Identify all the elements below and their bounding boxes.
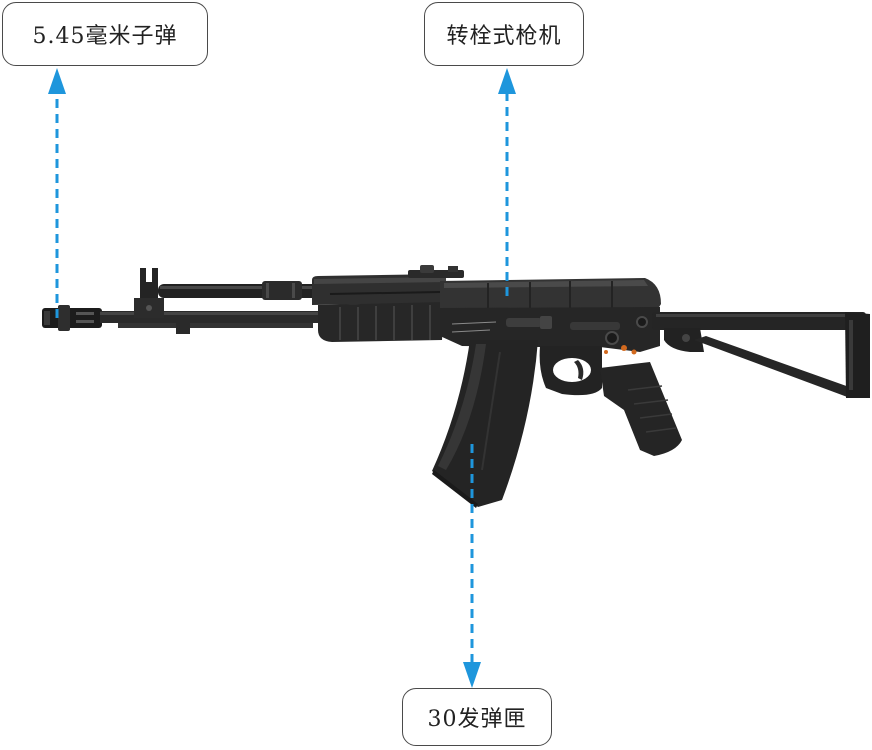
barrel [100,311,322,334]
magazine [432,340,538,508]
callout-ammo-label: 5.45毫米子弹 [32,24,178,49]
callout-bolt: 转栓式枪机 [424,2,584,66]
arrow-ammo [48,68,66,318]
handguard [312,274,446,342]
front-sight [134,268,164,318]
arrowhead-up-icon [498,68,516,94]
trigger-guard [539,346,602,396]
arrow-magazine [463,444,481,688]
rear-sight [408,265,464,278]
callout-bolt-label: 转栓式枪机 [446,24,562,49]
callout-magazine-label: 30发弹匣 [427,707,527,732]
callout-magazine: 30发弹匣 [402,688,552,746]
rifle [42,265,870,508]
arrowhead-up-icon [48,68,66,94]
muzzle-brake [42,305,102,331]
folding-stock [652,312,870,398]
arrow-bolt [498,68,516,296]
callout-ammo: 5.45毫米子弹 [2,2,208,66]
gas-tube [158,281,318,300]
arrowhead-down-icon [463,662,481,688]
pistol-grip [600,362,682,456]
